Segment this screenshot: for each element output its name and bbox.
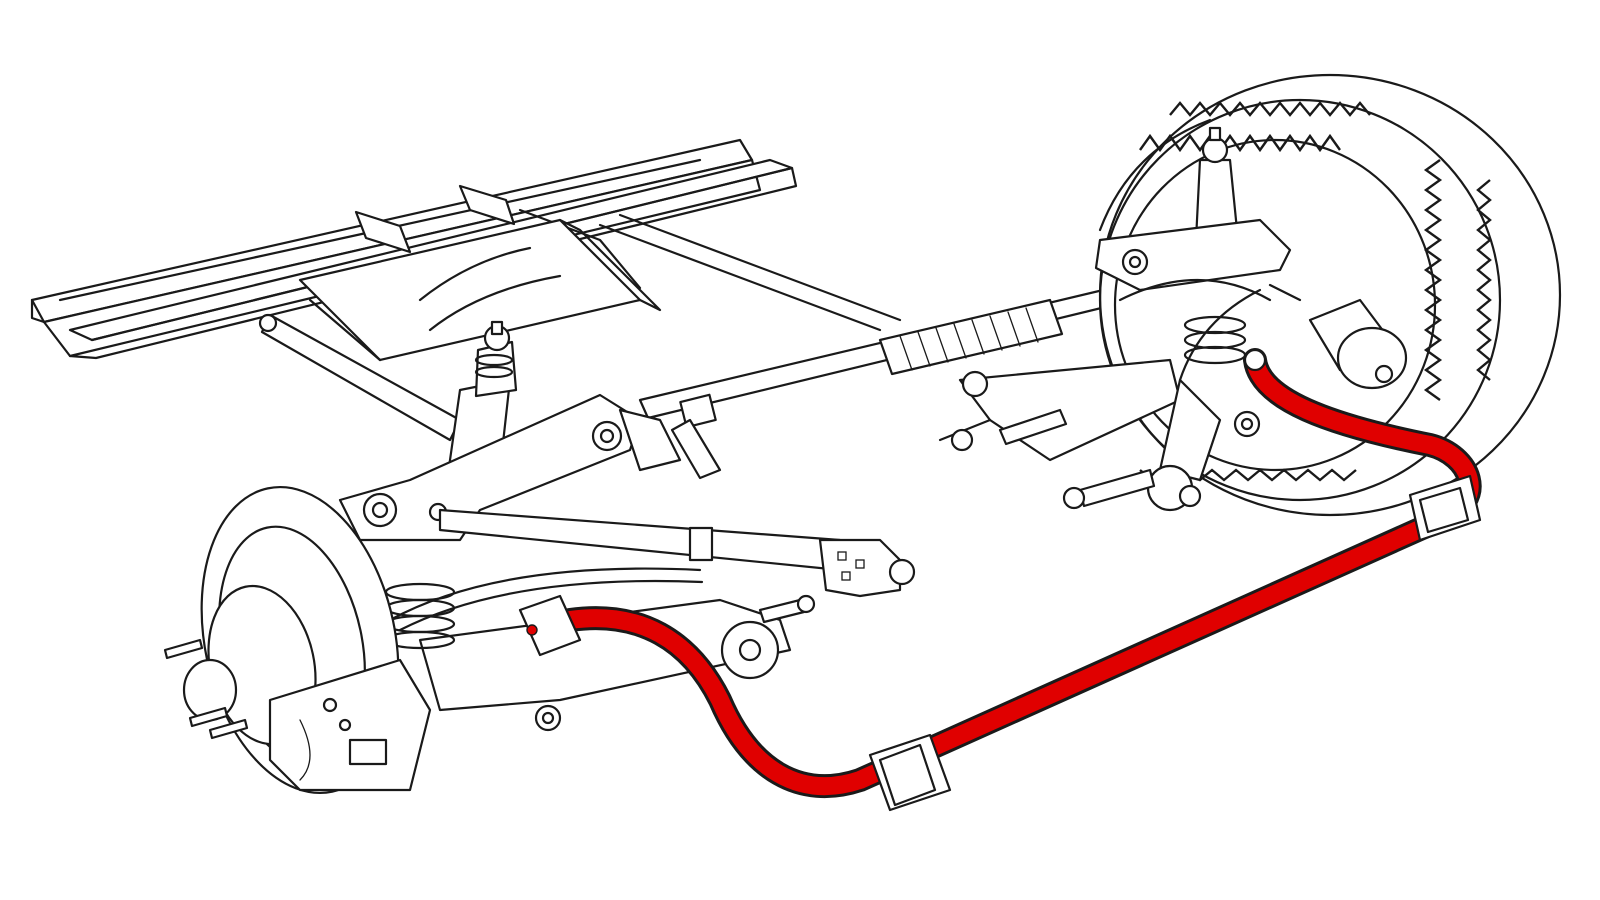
right-lower-arm xyxy=(938,358,1261,512)
hub-cap xyxy=(182,658,238,722)
left-radius-rod xyxy=(438,508,842,572)
right-strut-top-nut xyxy=(1201,136,1229,164)
left-lower-arm xyxy=(418,598,792,712)
subframe-rails xyxy=(30,138,902,362)
anti-roll-bar-clamp-center xyxy=(868,733,952,812)
anti-roll-bar xyxy=(518,348,1482,812)
tyre-tread xyxy=(1139,101,1492,482)
left-lower-assembly xyxy=(384,567,816,732)
left-strut-assembly xyxy=(338,320,916,598)
bushing-texture xyxy=(837,551,865,581)
wheel-studs xyxy=(163,638,249,740)
right-tie-rod-end xyxy=(1078,468,1156,508)
tie-rod-left xyxy=(258,313,462,442)
left-drop-link xyxy=(518,594,582,657)
right-arm-bolt xyxy=(950,428,974,452)
left-upper-arm xyxy=(338,393,642,542)
anti-roll-bar-clamp-right xyxy=(1408,474,1482,542)
right-strut-assembly xyxy=(1094,126,1408,390)
right-arm-bushing xyxy=(1336,326,1408,390)
left-brake-hub xyxy=(163,486,432,794)
rack-boot-bellows xyxy=(899,307,1039,371)
steering-rack xyxy=(638,284,1128,480)
left-strut-top-mount xyxy=(474,353,514,379)
right-upper-arm xyxy=(1094,218,1292,292)
